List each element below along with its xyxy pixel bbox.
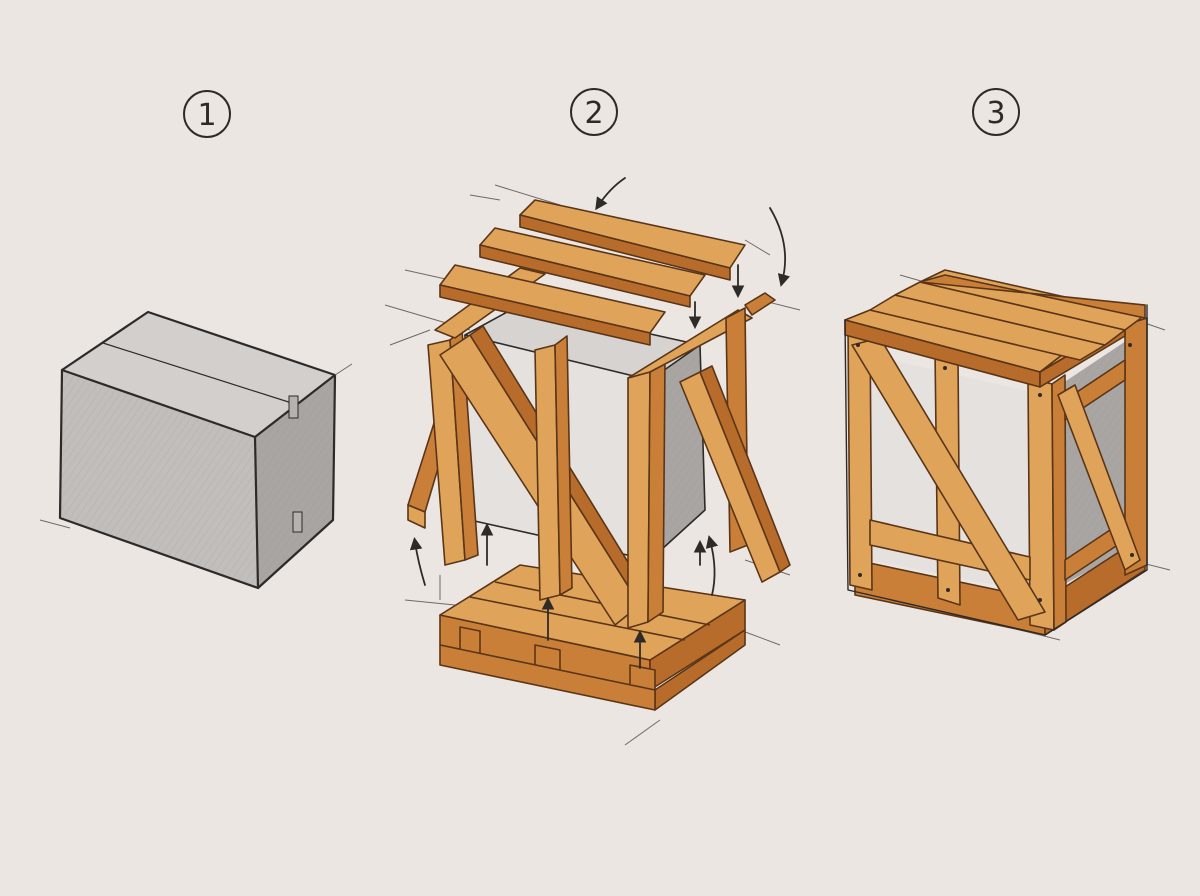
crate-top-slats [869, 269, 1146, 361]
side-diagonal [1057, 384, 1141, 571]
crate-assembly-exploded [384, 177, 801, 746]
inner-box-top [465, 305, 700, 380]
step-1-label: 1 [183, 90, 231, 138]
right-front-post [627, 371, 651, 629]
pallet-base [439, 564, 746, 711]
nails [856, 343, 1134, 602]
top-slats [439, 199, 746, 346]
step-3-number: 3 [986, 96, 1005, 131]
cardboard-box [39, 310, 353, 590]
step-3-label: 3 [972, 88, 1020, 136]
step-1-number: 1 [197, 98, 216, 133]
assembly-arrows [409, 177, 791, 669]
right-side-top-rail [627, 309, 753, 379]
box-top-face [62, 312, 335, 437]
assembled-crate [844, 269, 1171, 641]
step-2-number: 2 [584, 96, 603, 131]
step-2-label: 2 [570, 88, 618, 136]
